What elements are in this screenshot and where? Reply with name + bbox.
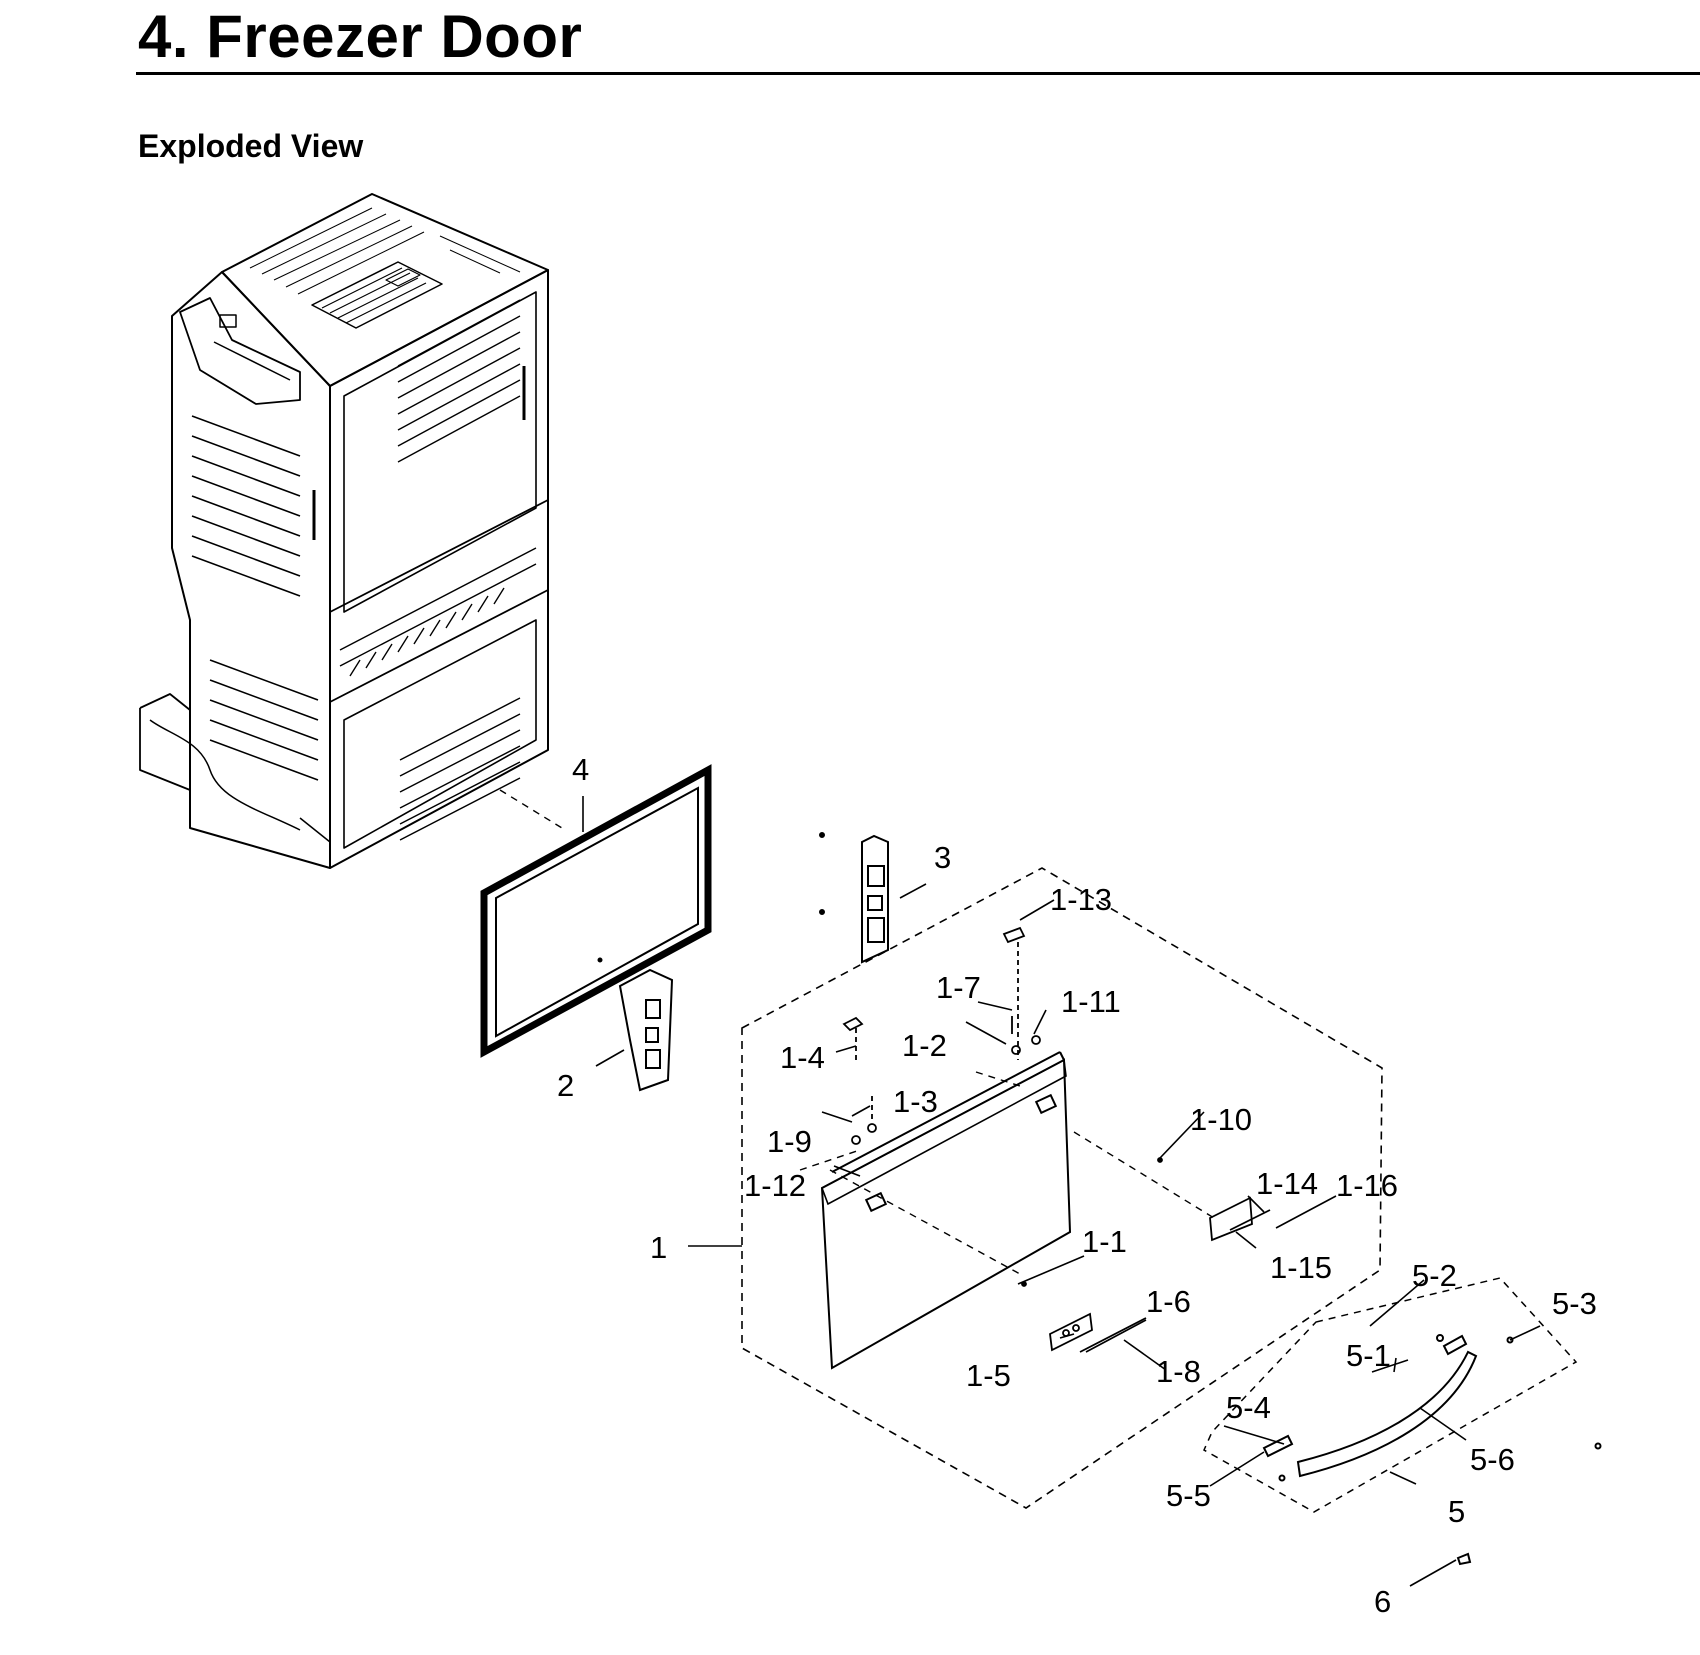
door-assembly-boundary bbox=[741, 867, 1383, 1509]
cabinet-drawing bbox=[139, 193, 549, 869]
callout-1-11: 1-11 bbox=[1061, 984, 1121, 1019]
callout-leaders bbox=[582, 796, 1541, 1587]
callout-1-6: 1-6 bbox=[1146, 1284, 1191, 1319]
callout-5-1: 5-1 bbox=[1346, 1338, 1391, 1373]
page-title: 4. Freezer Door bbox=[138, 3, 583, 70]
section-heading: Exploded View bbox=[138, 128, 364, 164]
callout-6: 6 bbox=[1374, 1584, 1391, 1619]
callout-5-5: 5-5 bbox=[1166, 1478, 1211, 1513]
bracket-part-3 bbox=[819, 832, 889, 964]
callout-5-2: 5-2 bbox=[1412, 1258, 1457, 1293]
callout-1-5: 1-5 bbox=[966, 1358, 1011, 1393]
callout-2: 2 bbox=[557, 1068, 574, 1103]
callout-1: 1 bbox=[650, 1230, 667, 1265]
callout-1-14: 1-14 bbox=[1256, 1166, 1318, 1201]
gasket-part bbox=[480, 764, 712, 1058]
callout-5-3: 5-3 bbox=[1552, 1286, 1597, 1321]
bracket-part-2 bbox=[618, 968, 674, 1092]
callout-5-6: 5-6 bbox=[1470, 1442, 1515, 1477]
handle-part bbox=[1262, 1334, 1602, 1566]
callout-1-8: 1-8 bbox=[1156, 1354, 1201, 1389]
callout-1-15: 1-15 bbox=[1270, 1250, 1332, 1285]
callout-1-9: 1-9 bbox=[767, 1124, 812, 1159]
dashed-leaders bbox=[499, 789, 1215, 1275]
callout-1-12: 1-12 bbox=[744, 1168, 806, 1203]
title-rule bbox=[136, 72, 1700, 75]
callout-1-16: 1-16 bbox=[1336, 1168, 1398, 1203]
callout-1-4: 1-4 bbox=[780, 1040, 825, 1075]
door-panel bbox=[820, 1051, 1072, 1370]
callout-4: 4 bbox=[572, 752, 589, 787]
callout-1-7: 1-7 bbox=[936, 970, 981, 1005]
door-small-parts bbox=[842, 926, 1271, 1353]
callout-1-13: 1-13 bbox=[1050, 882, 1112, 917]
callout-1-3: 1-3 bbox=[893, 1084, 938, 1119]
callout-1-1: 1-1 bbox=[1082, 1224, 1127, 1259]
callout-1-10: 1-10 bbox=[1190, 1102, 1252, 1137]
callout-3: 3 bbox=[934, 840, 951, 875]
handle-boundary bbox=[1203, 1277, 1578, 1513]
callout-5: 5 bbox=[1448, 1494, 1465, 1529]
callout-1-2: 1-2 bbox=[902, 1028, 947, 1063]
callout-5-4: 5-4 bbox=[1226, 1390, 1271, 1425]
callout-labels: 4 3 2 1 1-1 1-2 1-3 1-4 1-5 1-6 1-7 1-8 … bbox=[557, 752, 1597, 1619]
